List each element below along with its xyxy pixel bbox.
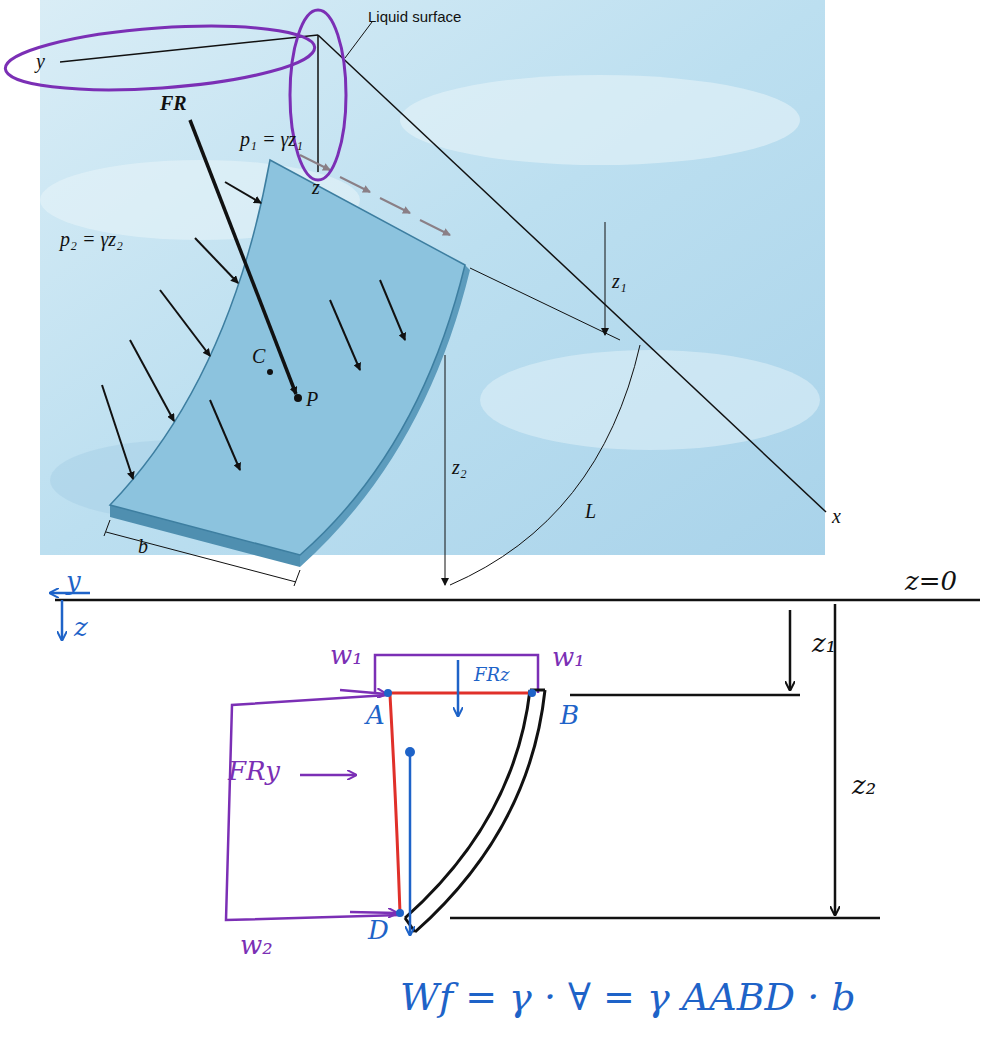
dimension-label: z₂ xyxy=(852,770,876,800)
load-label: w₁ xyxy=(330,640,363,670)
load-label: w₁ xyxy=(552,642,585,672)
point-label: C xyxy=(252,345,265,368)
dimension-label: z₂ xyxy=(452,456,467,479)
pressure-label: p₁ = γz₁ xyxy=(240,128,303,151)
dimension-label: z₁ xyxy=(812,628,836,658)
axis-label: z xyxy=(312,176,320,199)
axis-label: x xyxy=(832,505,841,528)
dimension-label: b xyxy=(138,535,148,558)
force-label: FRz xyxy=(474,664,510,685)
formula: Wf = γ · ∀ = γ AABD · b xyxy=(400,975,856,1019)
point-label: P xyxy=(306,388,318,411)
surface-label: Liquid surface xyxy=(368,8,461,25)
dimension-label: L xyxy=(585,500,596,523)
point-label: A xyxy=(366,700,385,730)
axis-label: z xyxy=(74,612,88,642)
force-label: FR xyxy=(160,92,187,115)
axis-label: y xyxy=(66,566,81,596)
point-label: B xyxy=(560,700,579,730)
dimension-label: z₁ xyxy=(612,270,627,293)
point-label: D xyxy=(368,915,389,945)
axis-label: y xyxy=(36,50,45,73)
pressure-label: p₂ = γz₂ xyxy=(60,228,123,251)
load-label: w₂ xyxy=(240,930,273,960)
datum-label: z=0 xyxy=(905,566,957,596)
force-label: FRy xyxy=(228,756,280,786)
